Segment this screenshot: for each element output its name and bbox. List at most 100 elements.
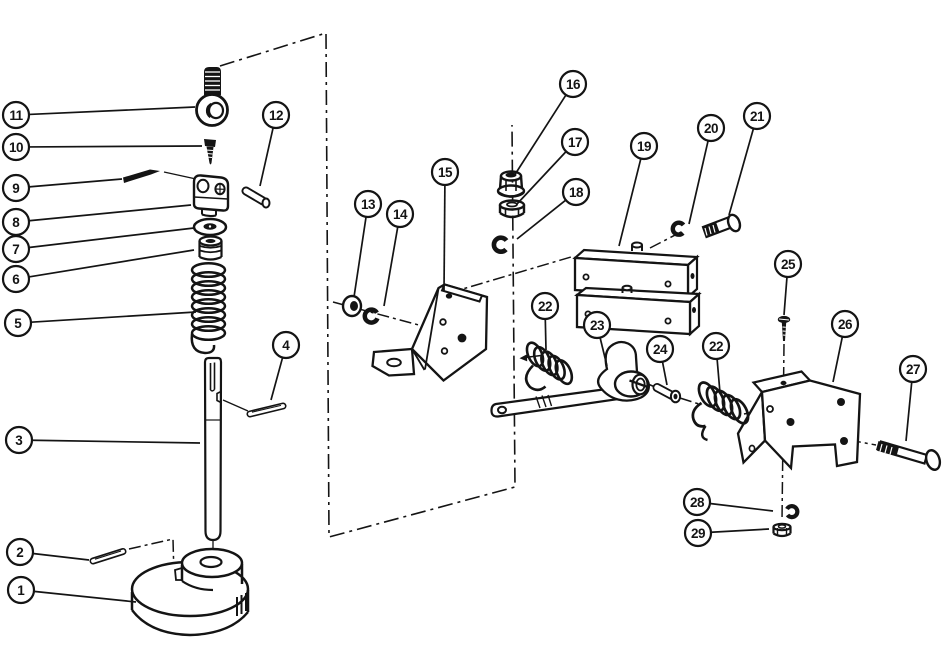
callout-circle xyxy=(629,131,659,161)
callout-circle xyxy=(261,100,291,130)
part-bolt-21 xyxy=(701,213,742,239)
callout-circle xyxy=(6,575,36,605)
part-bracket-15 xyxy=(371,283,489,383)
part-nut-16 xyxy=(496,170,526,198)
part-lock-washer-28 xyxy=(785,504,800,520)
callout-number: 16 xyxy=(566,77,581,92)
callout-number: 12 xyxy=(269,108,283,123)
callout-circle xyxy=(742,101,772,131)
part-lock-washer-18 xyxy=(491,235,509,254)
callout-number: 7 xyxy=(12,242,20,257)
callout-circle xyxy=(353,189,383,219)
callout-number: 17 xyxy=(568,135,582,150)
leader-line xyxy=(353,216,367,298)
leader-line xyxy=(661,361,668,386)
callout-circle xyxy=(561,177,591,207)
leader-line xyxy=(832,336,844,383)
part-lock-washer-20 xyxy=(670,220,686,237)
callout-12: 12 xyxy=(259,100,291,187)
callout-circle xyxy=(385,199,415,229)
callout-26: 26 xyxy=(830,309,860,383)
leader-line xyxy=(716,358,721,394)
callout-number: 22 xyxy=(709,339,723,354)
callout-24: 24 xyxy=(645,334,675,386)
leader-line xyxy=(32,552,90,561)
leader-line xyxy=(544,318,547,351)
callout-number: 11 xyxy=(9,108,23,123)
leader-line xyxy=(599,337,608,367)
callout-number: 26 xyxy=(838,317,853,332)
callout-22-a: 22 xyxy=(530,291,560,351)
callout-circle xyxy=(1,207,31,237)
callout-circle xyxy=(701,331,731,361)
leader-line xyxy=(28,249,195,278)
part-eye-bolt-11 xyxy=(195,67,229,127)
callout-11: 11 xyxy=(1,100,196,130)
callout-circle xyxy=(560,127,590,157)
leader-line xyxy=(618,158,642,247)
callout-circle xyxy=(645,334,675,364)
callout-number: 18 xyxy=(569,185,584,200)
callout-13: 13 xyxy=(353,189,383,298)
part-spring-22-right xyxy=(691,381,750,442)
callout-circle xyxy=(4,425,34,455)
callout-4: 4 xyxy=(270,330,301,401)
callout-circle xyxy=(271,330,301,360)
leader-line xyxy=(516,199,567,240)
callout-9: 9 xyxy=(1,173,123,203)
callout-10: 10 xyxy=(1,132,203,162)
spring-22-arrowhead xyxy=(519,354,528,362)
callout-number: 22 xyxy=(538,299,552,314)
part-rod-3 xyxy=(203,356,223,542)
leader-line xyxy=(710,528,770,534)
callout-15: 15 xyxy=(430,157,460,292)
callout-number: 28 xyxy=(690,495,705,510)
leader-line xyxy=(728,128,755,216)
callout-number: 10 xyxy=(9,140,23,155)
leader-line xyxy=(688,140,709,225)
callout-circle xyxy=(5,537,35,567)
part-pin-4 xyxy=(246,402,287,418)
part-pin-24 xyxy=(652,383,682,404)
callout-number: 1 xyxy=(17,583,25,598)
callout-20: 20 xyxy=(688,113,726,225)
part-screw-25 xyxy=(777,315,791,341)
callout-1: 1 xyxy=(6,575,137,605)
leader-line xyxy=(30,311,197,324)
leader-line xyxy=(905,381,913,442)
callout-number: 13 xyxy=(361,197,376,212)
part-washer-13 xyxy=(341,294,363,318)
callout-number: 24 xyxy=(653,342,668,357)
leader-line xyxy=(513,94,567,177)
callout-number: 21 xyxy=(750,109,765,124)
callout-circle xyxy=(1,173,31,203)
leader-line xyxy=(33,590,137,603)
part-screw-10 xyxy=(204,139,216,165)
callout-25: 25 xyxy=(773,249,803,316)
callout-circle xyxy=(682,487,712,517)
callout-number: 8 xyxy=(12,215,20,230)
part-pin-9 xyxy=(123,169,160,183)
callout-number: 29 xyxy=(691,526,705,541)
leader-line xyxy=(28,178,123,188)
callout-21: 21 xyxy=(728,101,772,216)
part-spring-22-left xyxy=(524,341,574,392)
callout-circle xyxy=(530,291,560,321)
callout-27: 27 xyxy=(898,354,928,442)
part-spring-seat-6 xyxy=(198,235,223,261)
callout-7: 7 xyxy=(1,227,195,264)
callout-2: 2 xyxy=(5,537,90,567)
callout-circle xyxy=(1,100,31,130)
callout-number: 20 xyxy=(704,121,718,136)
part-pin-12 xyxy=(241,186,271,209)
callout-number: 9 xyxy=(12,181,20,196)
phantom-plane-outline xyxy=(219,31,516,539)
part-lever-23 xyxy=(490,340,650,418)
part-clevis-8 xyxy=(192,174,230,218)
callout-23: 23 xyxy=(582,310,612,367)
part-washer-7 xyxy=(192,217,228,237)
callout-6: 6 xyxy=(1,249,195,294)
callout-28: 28 xyxy=(682,487,774,517)
callout-number: 25 xyxy=(781,257,796,272)
part-nut-29 xyxy=(772,522,792,538)
